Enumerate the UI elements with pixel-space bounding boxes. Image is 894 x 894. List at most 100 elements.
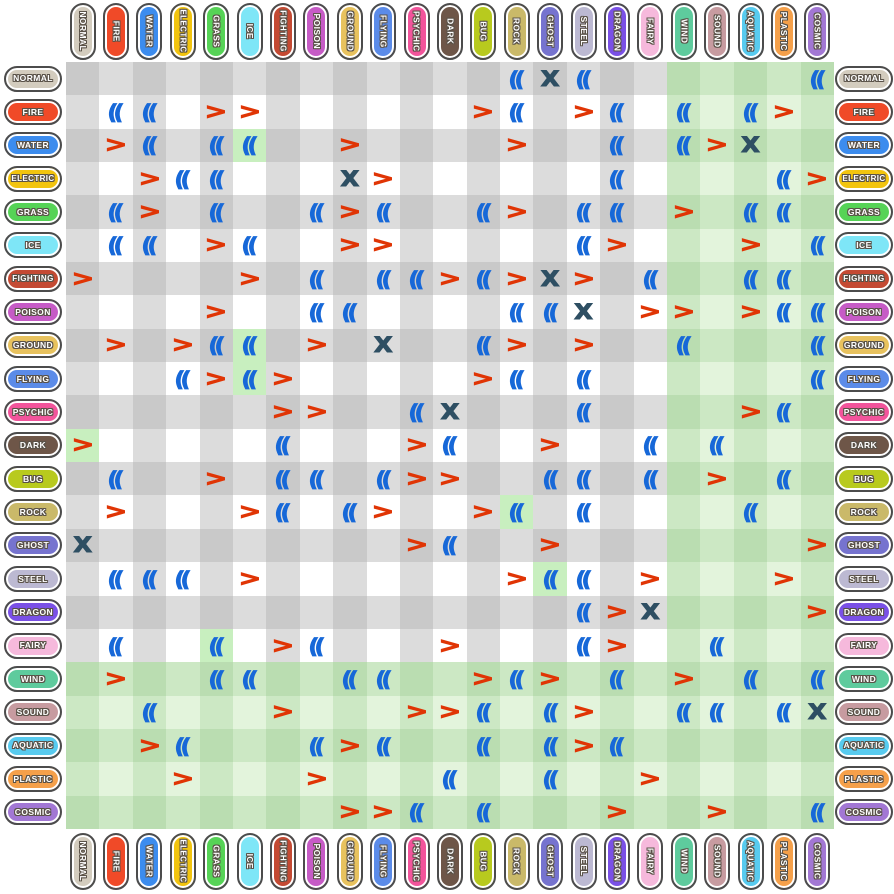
type-badge-label: GHOST xyxy=(16,540,50,551)
cell-plastic-vs-wind xyxy=(667,762,701,796)
cell-sound-vs-ghost: (( xyxy=(533,695,567,729)
cell-bug-vs-steel: (( xyxy=(566,462,601,496)
header-cell-right-electric: ELECTRIC xyxy=(833,162,894,196)
type-badge-wind-bottom: WIND xyxy=(670,832,697,890)
super-effective-icon: > xyxy=(805,599,829,625)
cell-ghost-vs-electric xyxy=(166,528,200,563)
cell-normal-vs-dark xyxy=(433,62,467,96)
header-cell-left-ice: ICE xyxy=(0,228,66,263)
cell-cosmic-vs-poison xyxy=(299,795,334,829)
header-cell-bottom-fighting: FIGHTING xyxy=(266,828,300,894)
type-badge-label: WIND xyxy=(851,673,877,684)
type-badge-label: POISON xyxy=(311,843,322,880)
type-badge-cosmic-left: COSMIC xyxy=(4,799,62,826)
cell-poison-vs-dark xyxy=(433,295,467,329)
not-very-effective-icon: (( xyxy=(808,800,824,825)
cell-electric-vs-sound xyxy=(700,162,734,196)
type-badge-label: GROUND xyxy=(345,10,356,52)
cell-dark-vs-dragon xyxy=(600,428,634,463)
cell-dark-vs-cosmic xyxy=(800,428,834,463)
cell-ghost-vs-cosmic: > xyxy=(800,528,834,563)
type-badge-label: NORMAL xyxy=(844,73,884,84)
not-very-effective-icon: (( xyxy=(541,566,557,591)
cell-poison-vs-dragon xyxy=(600,295,634,329)
header-cell-bottom-wind: WIND xyxy=(667,828,701,894)
cell-ground-vs-flying: X xyxy=(366,328,400,363)
not-very-effective-icon: (( xyxy=(307,266,323,291)
cell-cosmic-vs-grass xyxy=(199,795,233,829)
not-very-effective-icon: (( xyxy=(441,433,457,458)
cell-fire-vs-aquatic: (( xyxy=(733,95,768,129)
cell-grass-vs-sound xyxy=(700,195,734,229)
cell-ground-vs-rock: > xyxy=(500,328,534,363)
cell-flying-vs-fighting: > xyxy=(266,362,300,396)
type-badge-water-top: WATER xyxy=(136,2,163,60)
cell-flying-vs-flying xyxy=(366,362,400,396)
super-effective-icon: > xyxy=(505,566,529,592)
cell-normal-vs-bug xyxy=(466,62,501,96)
cell-poison-vs-water xyxy=(132,295,167,329)
not-very-effective-icon: (( xyxy=(674,99,690,125)
super-effective-icon: > xyxy=(238,566,262,592)
cell-sound-vs-flying xyxy=(366,695,400,729)
header-cell-left-psychic: PSYCHIC xyxy=(0,395,66,429)
not-very-effective-icon: (( xyxy=(808,366,824,391)
cell-ghost-vs-sound xyxy=(700,528,734,563)
cell-flying-vs-steel: (( xyxy=(566,362,601,396)
cell-bug-vs-plastic: (( xyxy=(767,462,801,496)
type-badge-dark-top: DARK xyxy=(436,2,463,60)
type-badge-label: WIND xyxy=(678,849,689,874)
cell-sound-vs-electric xyxy=(166,695,200,729)
type-badge-label: SOUND xyxy=(16,706,50,717)
type-badge-label: FLYING xyxy=(378,14,389,48)
cell-wind-vs-fire: > xyxy=(99,662,133,696)
super-effective-icon: > xyxy=(605,233,629,258)
type-badge-grass-bottom: GRASS xyxy=(203,832,230,890)
type-badge-normal-left: NORMAL xyxy=(4,65,62,92)
type-badge-label: DRAGON xyxy=(612,10,623,52)
cell-rock-vs-flying: > xyxy=(366,495,400,529)
cell-cosmic-vs-wind xyxy=(667,795,701,829)
cell-dark-vs-sound: (( xyxy=(700,428,734,463)
not-very-effective-icon: (( xyxy=(207,333,223,358)
cell-psychic-vs-bug xyxy=(466,395,501,429)
cell-dragon-vs-dark xyxy=(433,595,467,629)
not-very-effective-icon: (( xyxy=(107,233,123,258)
cell-dark-vs-fighting: (( xyxy=(266,428,300,463)
cell-normal-vs-cosmic: (( xyxy=(800,62,834,96)
cell-fire-vs-grass: > xyxy=(199,95,233,129)
type-badge-normal-right: NORMAL xyxy=(834,65,893,92)
super-effective-icon: > xyxy=(505,333,529,358)
header-cell-left-wind: WIND xyxy=(0,662,66,696)
not-very-effective-icon: (( xyxy=(808,233,824,258)
cell-fire-vs-flying xyxy=(366,95,400,129)
cell-flying-vs-fire xyxy=(99,362,133,396)
header-cell-bottom-dark: DARK xyxy=(433,828,467,894)
cell-dark-vs-aquatic xyxy=(733,428,768,463)
cell-fire-vs-dark xyxy=(433,95,467,129)
cell-fighting-vs-steel: > xyxy=(566,262,601,296)
cell-cosmic-vs-ghost xyxy=(533,795,567,829)
cell-fighting-vs-water xyxy=(132,262,167,296)
cell-bug-vs-rock xyxy=(500,462,534,496)
cell-poison-vs-flying xyxy=(366,295,400,329)
no-effect-icon: X xyxy=(540,266,560,292)
cell-ground-vs-bug: (( xyxy=(466,328,501,363)
not-very-effective-icon: (( xyxy=(407,266,423,291)
cell-psychic-vs-dragon xyxy=(600,395,634,429)
type-badge-fire-right: FIRE xyxy=(834,99,893,126)
cell-normal-vs-electric xyxy=(166,62,200,96)
header-cell-top-fighting: FIGHTING xyxy=(266,0,300,62)
not-very-effective-icon: (( xyxy=(574,66,590,91)
header-cell-bottom-flying: FLYING xyxy=(366,828,400,894)
type-badge-cosmic-top: COSMIC xyxy=(804,2,831,60)
not-very-effective-icon: (( xyxy=(808,666,824,691)
cell-steel-vs-fairy: > xyxy=(633,562,668,596)
cell-plastic-vs-fighting xyxy=(266,762,300,796)
header-cell-bottom-bug: BUG xyxy=(466,828,501,894)
type-badge-water-left: WATER xyxy=(4,132,62,159)
cell-steel-vs-flying xyxy=(366,562,400,596)
type-badge-label: FAIRY xyxy=(19,640,47,651)
cell-psychic-vs-electric xyxy=(166,395,200,429)
cell-flying-vs-ghost xyxy=(533,362,567,396)
